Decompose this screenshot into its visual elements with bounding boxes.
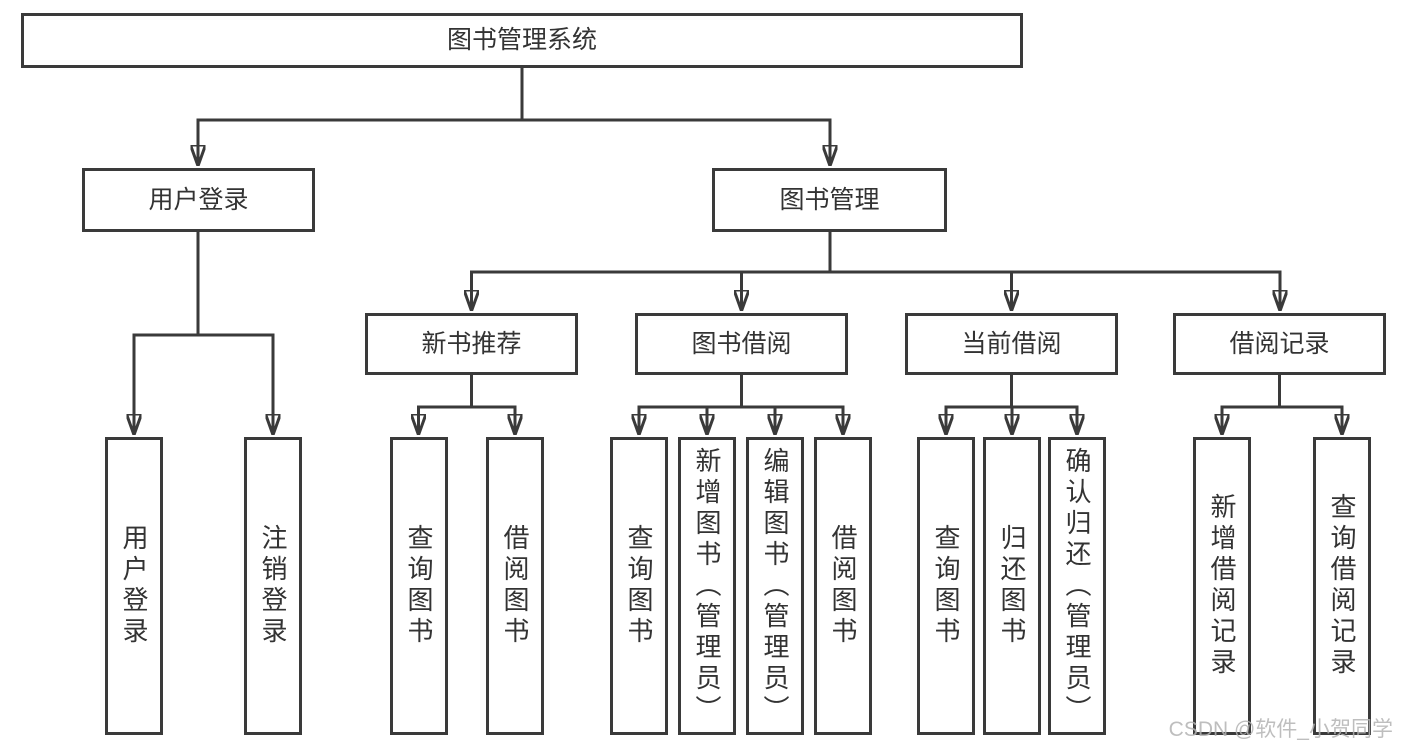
node-cb-return-book: 归还图书 [983,437,1041,735]
node-bb-add-book-admin: 新增图书（管理员） [678,437,736,735]
node-cb-confirm-return-admin: 确认归还（管理员） [1048,437,1106,735]
node-book-borrow: 图书借阅 [635,313,848,375]
node-logout: 注销登录 [244,437,302,735]
edge-root-to-level2 [197,66,832,165]
edge-borrow-record-children [1221,375,1344,434]
node-user-login-leaf: 用户登录 [105,437,163,735]
node-borrow-record: 借阅记录 [1173,313,1386,375]
node-current-borrow: 当前借阅 [905,313,1118,375]
node-br-add-record: 新增借阅记录 [1193,437,1251,735]
edge-book-management-children [470,232,1282,310]
edge-user-login-children [133,232,275,434]
edge-book-borrow-children [638,375,845,434]
node-library-management-system: 图书管理系统 [21,13,1023,68]
node-book-management: 图书管理 [712,168,947,232]
csdn-watermark: CSDN @软件_小贺同学 [1168,718,1393,741]
node-nbr-borrow-book: 借阅图书 [486,437,544,735]
node-cb-query-book: 查询图书 [917,437,975,735]
node-bb-query-book: 查询图书 [610,437,668,735]
node-new-book-recommend: 新书推荐 [365,313,578,375]
edge-current-borrow-children [945,375,1079,434]
node-nbr-query-book: 查询图书 [390,437,448,735]
node-br-query-record: 查询借阅记录 [1313,437,1371,735]
edge-new-book-recommend-children [417,375,517,434]
node-bb-borrow-book: 借阅图书 [814,437,872,735]
node-user-login: 用户登录 [82,168,315,232]
node-bb-edit-book-admin: 编辑图书（管理员） [746,437,804,735]
